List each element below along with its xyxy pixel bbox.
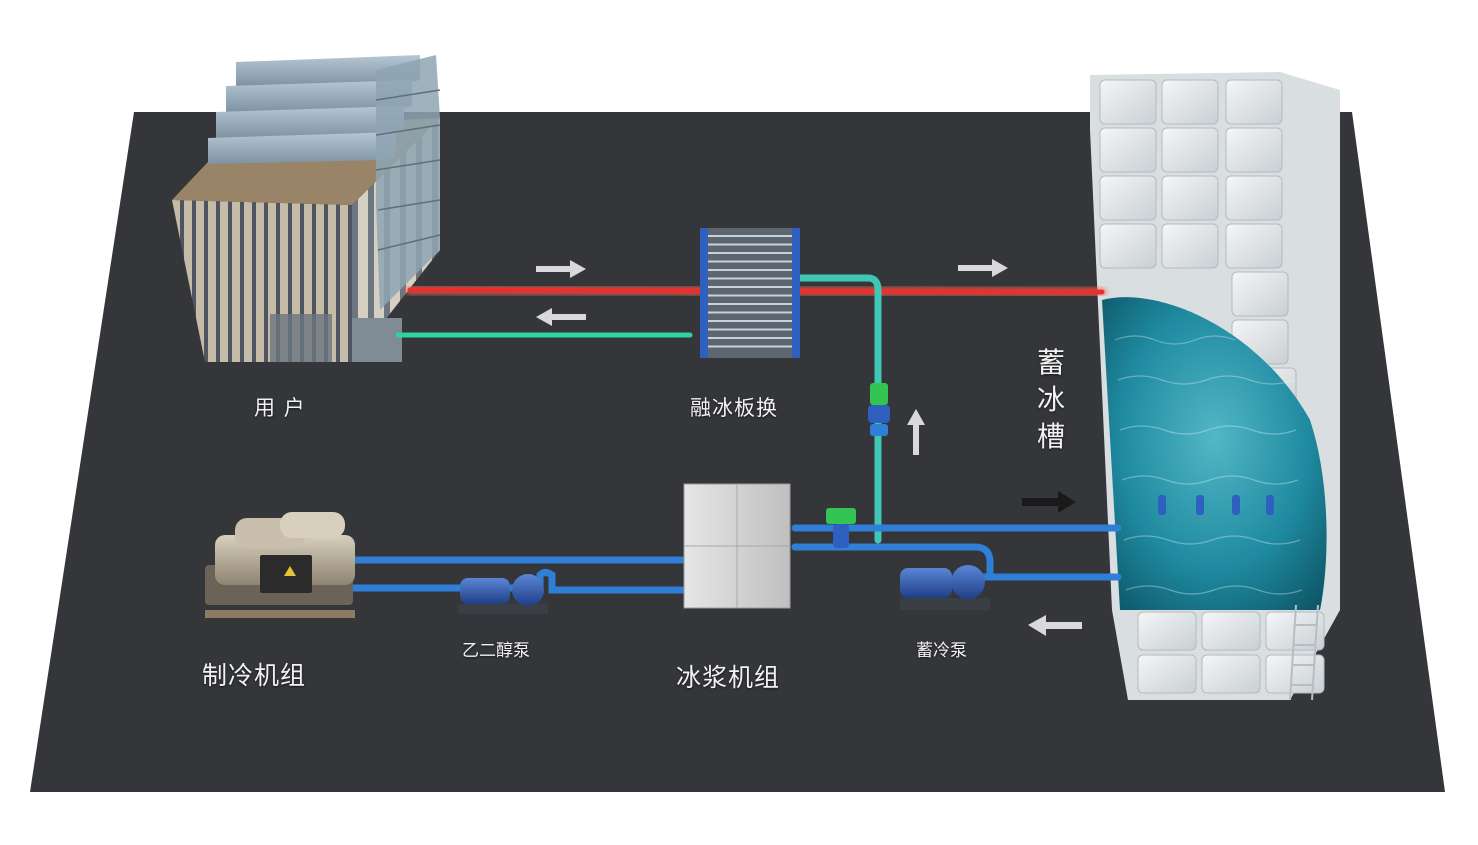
label-ice-storage-tank: 蓄冰槽 bbox=[1036, 346, 1065, 453]
label-ice-slurry-unit: 冰浆机组 bbox=[676, 663, 781, 692]
arrow-from-tank-blue bbox=[1028, 615, 1082, 636]
ice-slurry-unit-icon bbox=[683, 483, 791, 609]
arrow-to-tank-blue bbox=[1022, 491, 1076, 513]
plate-heat-exchanger-icon bbox=[700, 228, 800, 358]
arrow-user-to-hx-red bbox=[536, 260, 586, 278]
arrow-up-teal bbox=[907, 409, 925, 455]
arrow-hx-to-user-green bbox=[536, 308, 586, 326]
label-user: 用 户 bbox=[254, 396, 306, 420]
storage-pump-icon bbox=[900, 565, 990, 610]
glycol-pipe-bottom bbox=[346, 569, 690, 594]
label-glycol-pump: 乙二醇泵 bbox=[462, 641, 530, 661]
blue-pipe-mid bbox=[791, 543, 994, 581]
teal-pipe bbox=[796, 274, 882, 544]
glycol-pump-icon bbox=[458, 574, 548, 614]
arrow-hx-to-tank-red bbox=[958, 259, 1008, 277]
label-chiller: 制冷机组 bbox=[202, 661, 307, 690]
flow-arrows bbox=[536, 259, 1082, 636]
valve-icon bbox=[868, 383, 890, 436]
label-storage-pump: 蓄冷泵 bbox=[916, 641, 967, 661]
slurry-valve-icon bbox=[826, 508, 856, 548]
ice-storage-tank bbox=[1090, 72, 1340, 701]
chiller-icon bbox=[205, 512, 355, 618]
label-plate-heat-exchanger: 融冰板换 bbox=[690, 396, 778, 420]
building-icon bbox=[172, 55, 441, 362]
water-body bbox=[1102, 297, 1327, 610]
